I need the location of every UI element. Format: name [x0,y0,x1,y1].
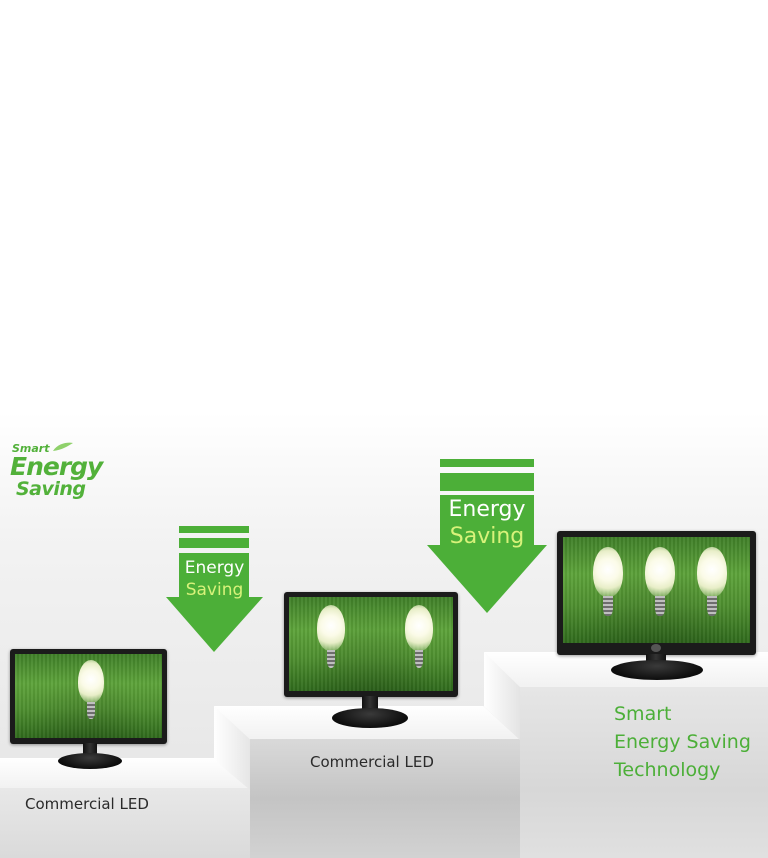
lightbulb-icon [317,605,345,669]
lightbulb-icon [405,605,433,669]
tagline-line2: Energy Saving [614,731,751,753]
arrow-large-line1: Energy [448,497,526,522]
arrow-large-line2: Saving [449,524,525,549]
lightbulb-icon [593,547,623,617]
lightbulb-icon [645,547,675,617]
product-caption-2: Commercial LED [310,753,434,771]
monitor-large-screen [563,537,750,643]
monitor-medium-screen [289,597,453,691]
step-2-front [250,739,520,858]
monitor-small-screen [15,654,162,738]
logo-smart: Smart [12,442,50,455]
smart-energy-saving-logo: Smart Energy Saving [8,440,118,504]
tagline: Smart Energy Saving Technology [614,700,751,784]
step-1-front [0,788,250,858]
energy-saving-arrow-large: Energy Saving [427,459,547,613]
monitor-large-bezel [557,531,756,655]
leaf-icon [53,442,73,451]
lightbulb-icon [78,660,104,720]
logo-saving: Saving [16,478,86,500]
arrow-small-line1: Energy [184,558,245,578]
monitor-small-bezel [10,649,167,744]
tagline-line1: Smart [614,703,672,725]
step-1-top [0,758,250,790]
tagline-line3: Technology [614,759,721,781]
logo-energy: Energy [10,452,103,481]
monitor-medium-bezel [284,592,458,697]
monitor-small-stand [58,753,122,769]
arrow-small-line2: Saving [185,580,244,600]
brand-logo-icon [651,644,661,652]
step-3-front [520,687,768,858]
energy-saving-arrow-small: Energy Saving [166,526,263,652]
monitor-large-stand [611,660,703,680]
monitor-medium-stand [332,708,408,728]
lightbulb-icon [697,547,727,617]
product-caption-1: Commercial LED [25,795,149,813]
